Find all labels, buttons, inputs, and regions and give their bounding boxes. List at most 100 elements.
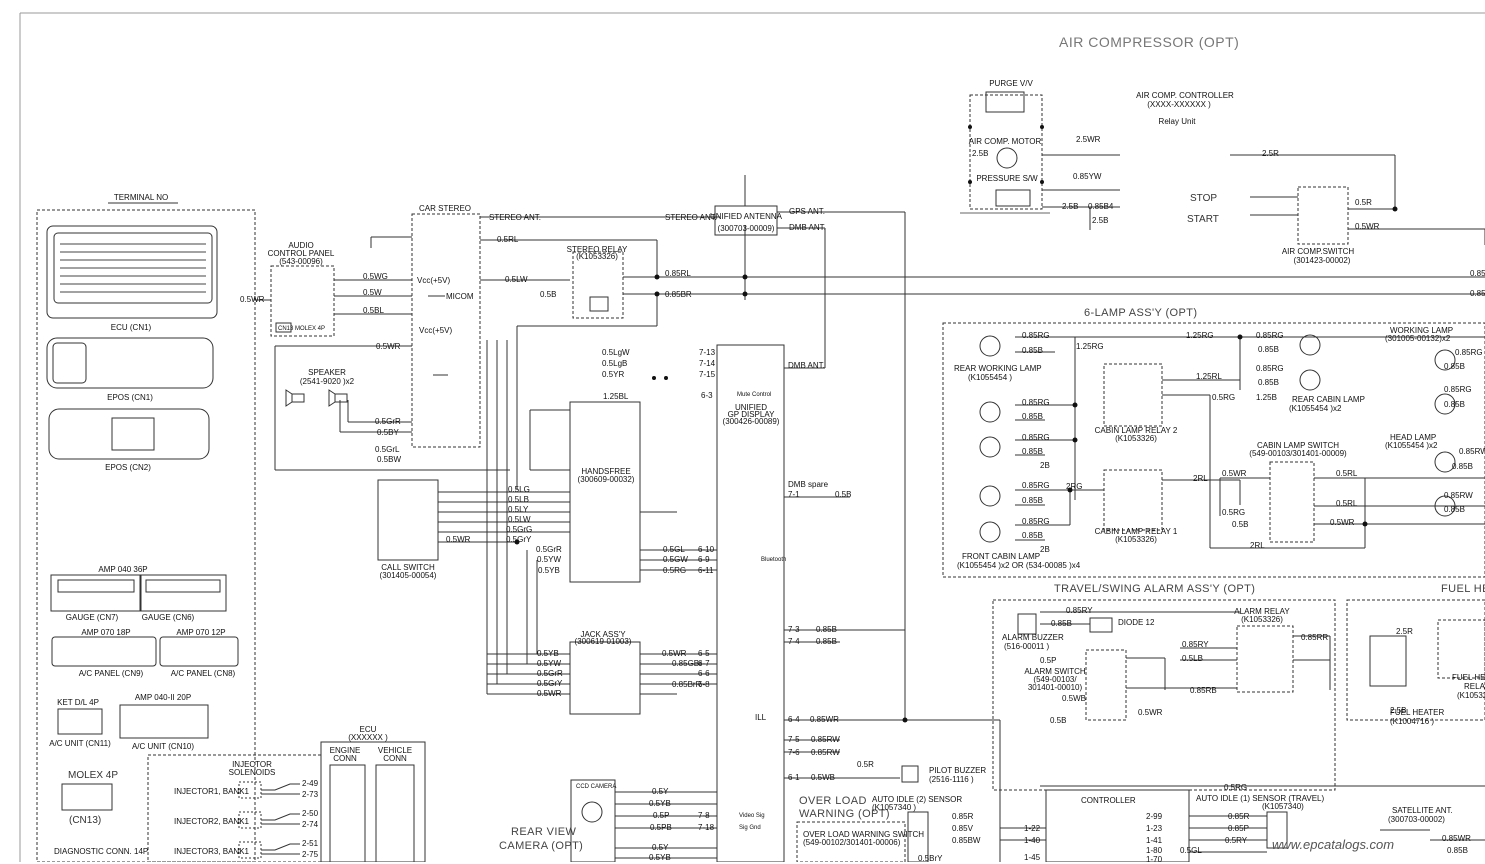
pin-6-7: 6-7 (698, 659, 710, 668)
wire-label: 0.5GrG (506, 525, 533, 534)
pin-1-80: 1-80 (1146, 846, 1163, 855)
wire-label: 0.85RG (1455, 348, 1483, 357)
fuel-heater-title: FUEL HE (1441, 583, 1485, 595)
pressure-sw-label: PRESSURE S/W (976, 174, 1038, 183)
injector1-label: INJECTOR1, BANK1 (174, 787, 249, 796)
auto-idle-1-label: AUTO IDLE (1) SENSOR (TRAVEL) (1196, 794, 1325, 803)
pin-7-13: 7-13 (699, 348, 716, 357)
wire-label: 1.25RG (1076, 342, 1104, 351)
wire-label: 0.85R (952, 812, 974, 821)
wire-label: 0.85B (1022, 496, 1043, 505)
wire-label: 0.5LY (508, 505, 529, 514)
wire-label: 0.85B (1051, 619, 1072, 628)
wire-label: 0.5RG (1222, 508, 1246, 517)
fuel-heat-relay-label-3: (K10532 (1457, 691, 1485, 700)
over-load-title: OVER LOAD (799, 795, 867, 807)
wire-label: 0.85B (1022, 447, 1043, 456)
wire-label: 0.5LW (508, 515, 531, 524)
travel-swing-title: TRAVEL/SWING ALARM ASS'Y (OPT) (1054, 583, 1256, 595)
wire-label: 0.85 (1470, 289, 1485, 298)
cabin-relay-1-label-b: (K1053326) (1115, 535, 1157, 544)
stereo-ant-label-2: STEREO ANT. (665, 213, 718, 222)
pin-6-9: 6-9 (698, 555, 710, 564)
wire-label: 0.85RG (1444, 385, 1472, 394)
wire-label: 0.85BrR (672, 680, 702, 689)
injector-solenoids-label: INJECTOR (232, 760, 272, 769)
wire-label: 0.85RG (1256, 331, 1284, 340)
alarm-relay-label-2: (K1053326) (1241, 615, 1283, 624)
ac-unit-cn11-label: A/C UNIT (CN11) (49, 739, 111, 748)
wire-label: 2B (1040, 461, 1050, 470)
wire-label: 2RL (1250, 541, 1265, 550)
call-switch-label: CALL SWITCH (381, 563, 435, 572)
rear-cabin-lamp-label-2: (K1055454 )x2 (1289, 404, 1342, 413)
air-comp-controller-label: AIR COMP. CONTROLLER (1136, 91, 1234, 100)
pin-6-6: 6-6 (698, 669, 710, 678)
fuel-heat-relay-label-2: RELAY (1464, 682, 1485, 691)
auto-idle-1-label-b: (K1057340) (1262, 802, 1304, 811)
wire-label: 0.85 (1470, 269, 1485, 278)
vcc5-label: Vcc(+5V) (417, 276, 451, 285)
handsfree-label: HANDSFREE (581, 467, 631, 476)
wire-label: 0.85B (1258, 345, 1279, 354)
cabin-relay-2-label-b: (K1053326) (1115, 434, 1157, 443)
start-label: START (1187, 214, 1219, 225)
molex-4p-label: MOLEX 4P (68, 770, 119, 781)
vcc5-label-2: Vcc(+5V) (419, 326, 453, 335)
wire-label: 0.5P (1040, 656, 1057, 665)
wire-label: 0.5GrR (537, 669, 563, 678)
wire-label: 0.85GBr (672, 659, 702, 668)
diag-conn-label: DIAGNOSTIC CONN. 14P (54, 847, 149, 856)
engine-conn-label-2: CONN (333, 754, 357, 763)
wire-label: 0.85B (1258, 378, 1279, 387)
pin-7-5: 7-5 (788, 735, 800, 744)
audio-panel-label-2: CONTROL PANEL (267, 249, 335, 258)
wire-label: 0.5RL (497, 235, 519, 244)
ac-cn8-label: A/C PANEL (CN8) (170, 669, 236, 678)
wire-label: 0.85RB (1190, 686, 1217, 695)
pin-6-10: 6-10 (698, 545, 715, 554)
audio-panel-label: AUDIO (288, 241, 314, 250)
wire-label: 0.5GrR (536, 545, 562, 554)
wire-label: 0.85RG (1022, 398, 1050, 407)
wire-label: 0.5YW (537, 555, 562, 564)
over-load-switch-label: OVER LOAD WARNING SWITCH (803, 830, 925, 839)
wire-label: 2B (1040, 545, 1050, 554)
wire-label: 0.5LG (508, 485, 530, 494)
wire-label: 0.85BR (665, 290, 692, 299)
wire-label: 0.5YB (537, 649, 559, 658)
wire-label: 0.85RY (1182, 640, 1209, 649)
wire-label: 0.5B (540, 290, 557, 299)
wire-label: 0.5P (653, 811, 670, 820)
handsfree-label-2: (300609-00032) (577, 475, 635, 484)
wire-label: 2.5B (1390, 706, 1407, 715)
wire-label: 0.85RW (811, 735, 840, 744)
wire-label: 0.5BrY (918, 854, 943, 863)
wire-label: 0.85RW (1459, 447, 1485, 456)
wire-label: 0.5WR (1330, 518, 1355, 527)
wire-label: 0.5PB (650, 823, 672, 832)
head-lamp-label-2: (K1055454 )x2 (1385, 441, 1438, 450)
satellite-ant-label: SATELLITE ANT. (1392, 806, 1453, 815)
wire-label: 0.5B (1050, 716, 1067, 725)
wire-label: 2.5B (1092, 216, 1109, 225)
wire-label: 0.5YW (537, 659, 562, 668)
pin-1-70: 1-70 (1146, 855, 1163, 864)
injector3-label: INJECTOR3, BANK1 (174, 847, 249, 856)
wire-label: 0.85RW (811, 748, 840, 757)
wire-label: 0.85RR (1301, 633, 1329, 642)
wire-label: 0.85B (1444, 400, 1465, 409)
wire-label: 0.85R (1228, 812, 1250, 821)
wire-label: 0.85RG (1022, 433, 1050, 442)
wire-label: 0.5WR (240, 295, 265, 304)
wire-label: 0.5YB (538, 566, 560, 575)
wire-label: 0.85RW (1444, 491, 1473, 500)
auto-idle-2-label-b: (K1057340 ) (872, 803, 917, 812)
pin-1-40: 1-40 (1024, 836, 1041, 845)
ecu-label-2: (XXXXXX ) (348, 733, 388, 742)
alarm-switch-label-3: 301401-00010) (1027, 683, 1083, 692)
jack-assy-label-2: (300619-01003) (574, 637, 632, 646)
wire-label: 0.85B (1022, 531, 1043, 540)
wire-label: 0.5RG (663, 566, 687, 575)
